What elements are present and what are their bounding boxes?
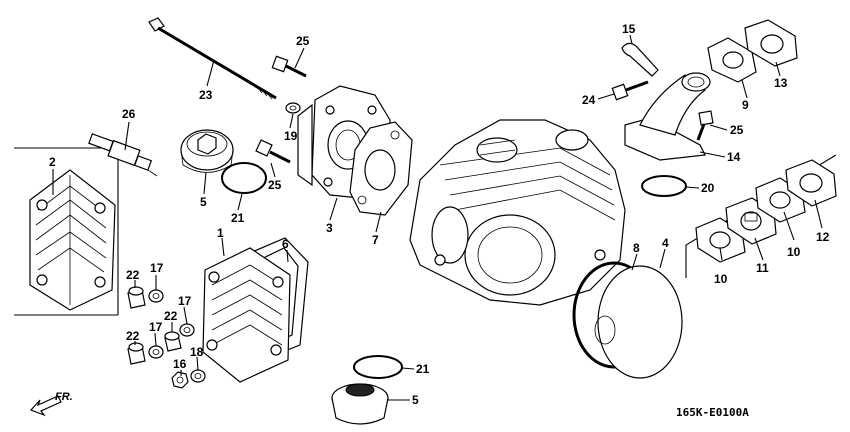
clip-part-15 — [621, 42, 659, 77]
callout-9: 9 — [742, 98, 749, 112]
callout-22-c: 22 — [164, 309, 178, 323]
washer-part-17-a — [148, 289, 164, 303]
front-direction-arrow — [29, 395, 62, 417]
callout-16: 16 — [173, 357, 187, 371]
callout-10-left: 10 — [714, 272, 728, 286]
bolt-part-25-middle — [255, 139, 291, 164]
front-direction-label: FR. — [55, 391, 73, 403]
callout-17-a: 17 — [150, 261, 164, 275]
callout-6: 6 — [282, 237, 289, 251]
callout-25-top: 25 — [296, 34, 310, 48]
callout-11: 11 — [756, 261, 769, 275]
callout-2: 2 — [49, 155, 56, 169]
acorn-nut-part-22-b — [127, 342, 146, 365]
callout-3: 3 — [326, 221, 333, 235]
callout-10-right: 10 — [787, 245, 801, 259]
spark-plug-part-26 — [88, 133, 158, 177]
callout-15: 15 — [622, 22, 636, 36]
callout-labels: 2 26 23 25 19 5 21 25 3 7 6 1 22 17 17 2… — [49, 22, 830, 407]
gasket-part-7 — [349, 121, 413, 216]
o-ring-part-20 — [641, 175, 687, 197]
washer-part-19 — [285, 102, 301, 114]
gasket-part-10-left — [695, 217, 746, 263]
callout-18: 18 — [190, 345, 204, 359]
washer-part-18 — [190, 369, 206, 383]
gasket-part-12 — [785, 159, 837, 207]
cap-part-4 — [594, 265, 683, 379]
acorn-nut-part-22-c — [164, 331, 182, 352]
callout-14: 14 — [727, 150, 741, 164]
head-cover-part-2 — [29, 169, 116, 311]
callout-23: 23 — [199, 88, 213, 102]
callout-1: 1 — [217, 226, 224, 240]
plug-cap-part-5-lower — [331, 383, 389, 425]
callout-20: 20 — [701, 181, 715, 195]
washer-part-17-b — [148, 345, 164, 359]
washer-part-17-c — [179, 323, 195, 337]
acorn-nut-part-22-a — [127, 286, 146, 309]
callout-21-upper: 21 — [231, 211, 245, 225]
head-cover-part-1 — [202, 247, 291, 383]
o-ring-part-21-lower — [353, 355, 403, 379]
callout-19: 19 — [284, 129, 298, 143]
callout-12: 12 — [816, 230, 830, 244]
stud-bolt-part-23 — [148, 17, 277, 100]
callout-26: 26 — [122, 107, 136, 121]
callout-22-b: 22 — [126, 329, 140, 343]
callout-7: 7 — [372, 233, 379, 247]
callout-17-c: 17 — [178, 294, 192, 308]
callout-25-right: 25 — [730, 123, 744, 137]
gasket-part-13 — [744, 19, 798, 67]
callout-5-lower: 5 — [412, 393, 419, 407]
gasket-part-9 — [707, 37, 757, 83]
callout-24: 24 — [582, 93, 596, 107]
callout-5-upper: 5 — [200, 195, 207, 209]
cylinder-head — [409, 119, 626, 306]
callout-21-lower: 21 — [416, 362, 430, 376]
o-ring-part-21-upper — [221, 162, 267, 194]
callout-22-a: 22 — [126, 268, 140, 282]
leader-lines — [52, 34, 823, 401]
bolt-part-25-right — [696, 110, 714, 141]
callout-4: 4 — [662, 236, 669, 250]
callout-25-middle: 25 — [268, 178, 282, 192]
callout-8: 8 — [633, 241, 640, 255]
bolt-part-24 — [611, 80, 649, 101]
plug-cap-part-5-upper — [180, 129, 234, 173]
diagram-code: 165K-E0100A — [676, 406, 749, 419]
bolt-part-25-top — [271, 55, 307, 78]
callout-17-b: 17 — [149, 320, 163, 334]
intake-pipe-part-14 — [624, 72, 711, 161]
nut-part-16 — [171, 371, 189, 389]
callout-13: 13 — [774, 76, 788, 90]
